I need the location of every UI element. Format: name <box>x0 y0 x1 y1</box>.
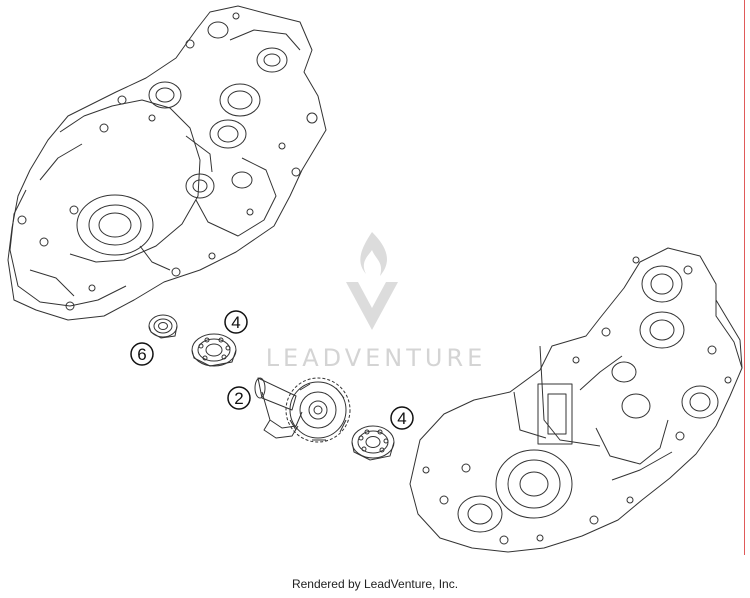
leadventure-watermark: LEADVENTURE <box>266 232 487 372</box>
rendered-by-footer: Rendered by LeadVenture, Inc. <box>291 577 459 591</box>
balancer-shaft-gear-2[interactable] <box>254 377 351 443</box>
callout-2[interactable]: 2 <box>227 386 251 410</box>
callout-4-upper[interactable]: 4 <box>224 310 248 334</box>
bearing-6[interactable] <box>148 314 178 339</box>
crankcase-left-half <box>7 5 327 321</box>
leadventure-logo-icon <box>346 232 398 330</box>
bearing-4-right[interactable] <box>351 425 395 461</box>
right-edge-line <box>744 0 745 555</box>
callout-2-label: 2 <box>234 389 243 408</box>
callout-4-lower[interactable]: 4 <box>390 406 414 430</box>
bearing-4-left[interactable] <box>191 333 237 367</box>
callout-6-label: 6 <box>137 345 146 364</box>
crankcase-right-half <box>409 247 743 553</box>
callout-4-lower-label: 4 <box>397 409 406 428</box>
callout-6[interactable]: 6 <box>130 342 154 366</box>
callout-4-upper-label: 4 <box>231 313 240 332</box>
watermark-text: LEADVENTURE <box>266 344 487 372</box>
